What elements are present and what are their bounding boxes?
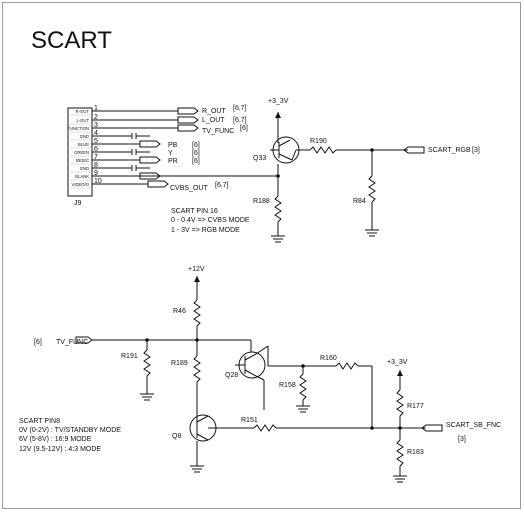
label-r189: R189 (171, 360, 188, 367)
label-r183: R183 (407, 449, 424, 456)
label-q8: Q8 (172, 433, 181, 440)
net-scart-rgb: SCART_RGB (428, 147, 471, 154)
connector-j9: R-OUT L-OUT FUNCTION GND BLUE GREEN RED/C GND BL… (67, 107, 93, 207)
net-pb-ref: [6] (192, 142, 200, 149)
connector-pin-name: GREEN (74, 150, 89, 155)
net-tv-func: TV_FUNC (202, 128, 234, 135)
label-q33: Q33 (253, 155, 266, 162)
top-circuit: +3_3V Q33 R190 R84 SCART_RGB [3] (140, 98, 480, 243)
svg-text:6: 6 (94, 146, 98, 153)
svg-text:5: 5 (94, 138, 98, 145)
svg-text:1: 1 (94, 105, 98, 112)
net-pr-ref: [6] (192, 158, 200, 165)
resistor-r188 (274, 195, 282, 223)
net-l-out: L_OUT (202, 117, 225, 124)
net-r-out-ref: [6,7] (233, 105, 247, 112)
net-tv-func-ref: [6] (240, 125, 248, 132)
resistor-r158 (299, 373, 307, 401)
net-r-out: R_OUT (202, 108, 226, 115)
svg-text:1 - 3V => RGB MODE: 1 - 3V => RGB MODE (171, 227, 240, 234)
label-r160: R160 (320, 355, 337, 362)
connector-pin-name: RED/C (76, 158, 89, 163)
pin-caps (131, 133, 150, 171)
label-r158: R158 (279, 382, 296, 389)
label-r84: R84 (353, 198, 366, 205)
resistor-r190 (309, 146, 337, 154)
note-pin16: SCART PIN 16 0 - 0.4V => CVBS MODE 1 - 3… (171, 208, 250, 234)
resistor-r46 (193, 299, 201, 327)
svg-text:4: 4 (94, 130, 98, 137)
connector-pin-name: GND (80, 134, 89, 139)
net-scart-sb-fnc-ref: [3] (458, 436, 466, 443)
svg-text:6V (5-8V) : 16:9 MODE: 6V (5-8V) : 16:9 MODE (19, 436, 92, 443)
power-3v3-bottom: +3_3V (387, 359, 408, 366)
page-title: SCART (31, 27, 112, 54)
svg-text:2: 2 (94, 114, 98, 121)
power-12v: +12V (188, 266, 205, 273)
net-y: Y (168, 150, 173, 157)
note-pin8: SCART PIN8 0V (0-2V) : TV/STANDBY MODE 6… (19, 418, 121, 453)
resistor-r189 (193, 355, 201, 383)
label-r191: R191 (121, 353, 138, 360)
svg-text:0V (0-2V) : TV/STANDBY MODE: 0V (0-2V) : TV/STANDBY MODE (19, 427, 121, 434)
resistor-r84 (368, 175, 376, 203)
pin-numbers: 1 2 3 4 5 6 7 8 9 10 (94, 105, 102, 185)
resistor-r151 (253, 424, 277, 432)
net-tv-func-in-ref: [6] (34, 339, 42, 346)
connector-pin-name: BLUE (78, 142, 89, 147)
label-q28: Q28 (225, 372, 238, 379)
net-cvbs-out: CVBS_OUT (170, 185, 208, 192)
net-pr: PR (168, 158, 178, 165)
resistor-r191 (143, 349, 151, 377)
label-r188: R188 (253, 198, 270, 205)
label-r46: R46 (173, 308, 186, 315)
net-pb: PB (168, 142, 178, 149)
power-3v3-top: +3_3V (268, 98, 289, 105)
net-scart-sb-fnc: SCART_SB_FNC (446, 422, 501, 429)
connector-pin-name: FUNCTION (67, 126, 89, 131)
connector-pin-name: BLANK (75, 174, 89, 179)
connector-pin-name: L-OUT (76, 118, 89, 123)
net-y-ref: [6] (192, 150, 200, 157)
svg-text:0 - 0.4V => CVBS MODE: 0 - 0.4V => CVBS MODE (171, 217, 250, 224)
svg-text:9: 9 (94, 170, 98, 177)
resistor-r160 (335, 362, 359, 370)
net-flags-connector: R_OUT [6,7] L_OUT [6,7] TV_FUNC [6] PB [… (139, 105, 248, 192)
svg-text:8: 8 (94, 162, 98, 169)
connector-pin-name: GND (80, 166, 89, 171)
net-scart-rgb-ref: [3] (472, 147, 480, 154)
resistor-r183 (396, 439, 404, 467)
label-r151: R151 (241, 417, 258, 424)
resistor-r177 (396, 389, 404, 417)
svg-text:7: 7 (94, 154, 98, 161)
svg-text:SCART PIN8: SCART PIN8 (19, 418, 60, 425)
connector-pin-name: R-OUT (76, 109, 90, 114)
svg-text:12V (9.5-12V) : 4:3 MODE: 12V (9.5-12V) : 4:3 MODE (19, 446, 101, 453)
connector-pin-name: VIDEO/O (72, 182, 90, 187)
bottom-circuit: +12V R46 [6] TV_FUNC R191 R189 Q28 (34, 266, 501, 483)
net-tv-func-in: TV_FUNC (56, 339, 88, 346)
pin-stubs (92, 110, 178, 185)
svg-text:SCART PIN 16: SCART PIN 16 (171, 208, 218, 215)
net-l-out-ref: [6,7] (233, 117, 247, 124)
net-cvbs-out-ref: [6,7] (215, 182, 229, 189)
svg-text:3: 3 (94, 122, 98, 129)
svg-text:10: 10 (94, 178, 102, 185)
label-r190: R190 (310, 138, 327, 145)
label-r177: R177 (407, 403, 424, 410)
connector-ref: J9 (74, 200, 82, 207)
